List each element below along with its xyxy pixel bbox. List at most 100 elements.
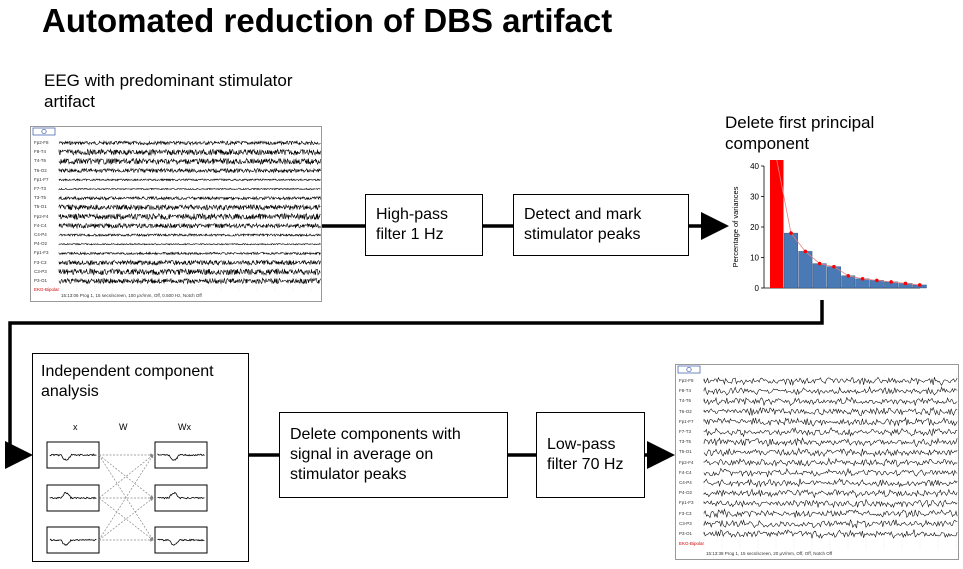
eeg-channel-label: Fp1-F7	[34, 176, 49, 182]
eeg-raw-traces	[32, 127, 321, 291]
eeg-trace	[58, 195, 321, 201]
variance-marker	[875, 278, 879, 283]
eeg-channel-label: P4-O2	[679, 490, 693, 496]
variance-marker	[903, 281, 908, 286]
eeg-channel-label: F8-T4	[679, 388, 692, 394]
eeg-channel-label: F7-T3	[679, 429, 692, 434]
y-tick-label: 30	[750, 193, 759, 202]
detect-peaks-step: Detect and mark stimulator peaks	[513, 194, 689, 256]
y-tick-label: 0	[755, 284, 760, 293]
eeg-trace	[58, 167, 321, 174]
variance-marker	[803, 249, 808, 254]
ica-col-wx: Wx	[178, 422, 191, 432]
eeg-channel-label: T5-O1	[34, 204, 47, 210]
y-axis-label: Percentage of variances	[731, 186, 740, 267]
eeg-trace	[703, 467, 958, 478]
y-tick-label: 20	[750, 223, 759, 232]
eeg-channel-label: EKG-Bipolar	[34, 287, 60, 293]
eeg-channel-label: T6-O2	[34, 167, 47, 173]
eeg-raw-footer: 15:13:06 Prog 1, 15 secs/screen, 100 µV/…	[61, 293, 202, 298]
y-tick-label: 10	[750, 254, 759, 263]
eeg-trace	[58, 243, 321, 246]
eeg-trace	[703, 396, 958, 407]
eeg-channel-label: T3-T5	[679, 439, 692, 445]
eeg-trace	[703, 406, 958, 417]
eeg-trace	[703, 386, 958, 396]
bar	[841, 275, 856, 289]
ica-mixing-arrows	[98, 453, 154, 542]
eeg-channel-label: T4-T6	[679, 398, 692, 404]
ica-signal-traces	[49, 453, 205, 546]
eeg-trace	[58, 251, 321, 256]
page-title: Automated reduction of DBS artifact	[42, 2, 613, 39]
eeg-trace	[703, 488, 958, 499]
eeg-channel-label: F3-C3	[34, 259, 47, 265]
eeg-channel-label: F4-C4	[34, 222, 47, 228]
variance-marker	[889, 280, 893, 284]
eeg-channel-label: EKG-Bipolar	[679, 541, 705, 547]
eeg-trace	[58, 187, 321, 191]
ica-trace	[49, 538, 97, 546]
bar	[798, 251, 813, 289]
variance-marker	[789, 231, 793, 235]
y-tick-label: 40	[750, 162, 759, 171]
eeg-channel-label: T4-T6	[34, 158, 47, 164]
eeg-channel-label: F3-C3	[679, 510, 692, 516]
eeg-trace	[703, 519, 958, 529]
eeg-channel-label: P4-O2	[34, 241, 48, 247]
eeg-trace	[58, 222, 321, 230]
ica-col-x: x	[73, 422, 78, 432]
eeg-trace	[703, 376, 958, 386]
eeg-channel-label: F4-C4	[679, 469, 692, 475]
eeg-clean-footer: 15:13:38 Prog 1, 15 secs/screen, 20 µV/m…	[706, 551, 833, 556]
eeg-trace	[58, 277, 321, 285]
eeg-channel-label: F7-T3	[34, 186, 47, 191]
eeg-trace	[58, 178, 321, 182]
variance-marker	[832, 264, 836, 269]
ica-step-label: Independent component analysis	[41, 363, 214, 400]
eeg-channel-label: T5-O1	[679, 449, 692, 455]
ica-trace	[157, 453, 205, 461]
low-pass-step: Low-pass filter 70 Hz	[536, 412, 645, 498]
eeg-header-marker	[677, 365, 701, 374]
variance-marker	[917, 283, 922, 287]
ica-trace	[157, 491, 205, 500]
eeg-trace	[58, 232, 321, 238]
eeg-channel-label: Fp1-F7	[679, 418, 694, 424]
eeg-clean-traces	[677, 365, 958, 549]
eeg-raw-label: EEG with predominant stimulator artifact	[44, 71, 293, 111]
eeg-trace	[58, 259, 321, 266]
connector-pca-to-ica	[5, 300, 824, 469]
eeg-channel-label: C3-P3	[679, 520, 692, 526]
eeg-channel-label: T6-O2	[679, 408, 692, 414]
eeg-trace	[703, 498, 958, 509]
variance-marker	[860, 277, 865, 281]
variance-marker	[846, 274, 851, 278]
eeg-channel-label: Fp2-F4	[679, 459, 694, 465]
eeg-trace	[58, 148, 321, 156]
bar	[812, 263, 827, 289]
delete-components-step: Delete components with signal in average…	[279, 412, 508, 498]
eeg-channel-label: Fp2-F8	[34, 140, 49, 145]
eeg-trace	[703, 478, 958, 488]
ica-trace	[49, 491, 97, 500]
eeg-trace	[58, 267, 321, 276]
eeg-trace	[703, 427, 958, 438]
eeg-channel-label: P3-O1	[679, 531, 693, 536]
eeg-channel-label: T3-T5	[34, 195, 47, 201]
eeg-trace	[58, 203, 321, 211]
eeg-trace	[703, 437, 958, 448]
bar	[784, 232, 799, 289]
eeg-channel-label: P3-O1	[34, 278, 48, 283]
variance-marker	[817, 261, 822, 266]
bar-highlight	[770, 160, 784, 288]
eeg-channel-label: Fp2-F8	[679, 378, 694, 383]
ica-trace	[157, 538, 205, 546]
eeg-trace	[703, 529, 958, 539]
ica-step: Independent component analysis x W Wx	[32, 353, 249, 562]
eeg-channel-label: F8-T4	[34, 149, 47, 155]
ica-col-w: W	[119, 422, 128, 432]
eeg-trace	[703, 416, 958, 427]
